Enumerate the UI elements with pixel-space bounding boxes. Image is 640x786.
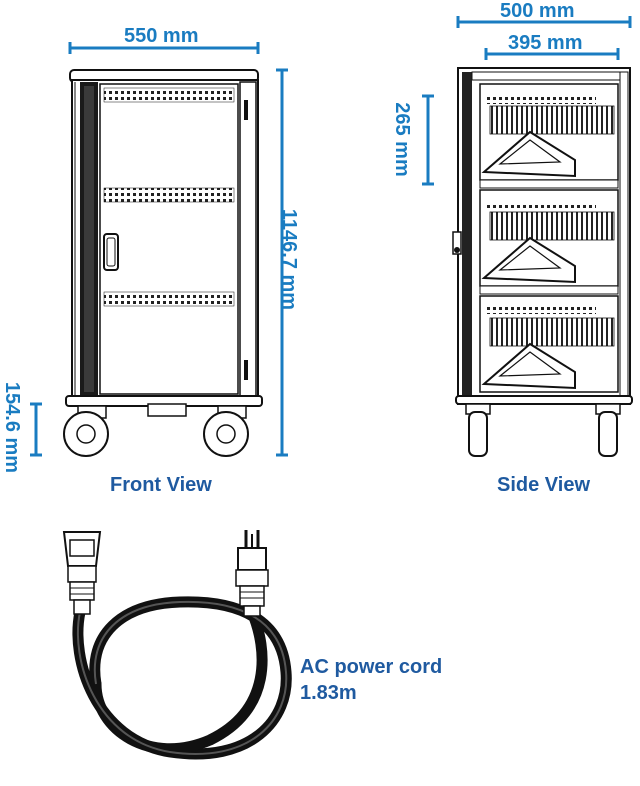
side-outer-depth-label: 500 mm (500, 0, 575, 22)
front-view-caption: Front View (110, 474, 212, 496)
front-clearance-dimension-label: 154.6 mm (1, 381, 24, 474)
side-inner-depth-label: 395 mm (508, 32, 583, 54)
front-width-dimension-label: 550 mm (124, 25, 199, 47)
front-cart-drawing (63, 69, 263, 457)
power-cord-length-label: 1.83m (300, 682, 357, 704)
side-dimension-lines (422, 16, 632, 186)
side-cart-drawing (452, 67, 633, 457)
front-height-dimension-label: 1146.7 mm (278, 208, 301, 311)
side-shelf-height-label: 265 mm (390, 102, 413, 177)
side-view-caption: Side View (497, 474, 591, 496)
front-dimension-lines (30, 42, 288, 457)
power-cord-drawing (62, 530, 292, 760)
power-cord-label: AC power cord (300, 656, 443, 678)
